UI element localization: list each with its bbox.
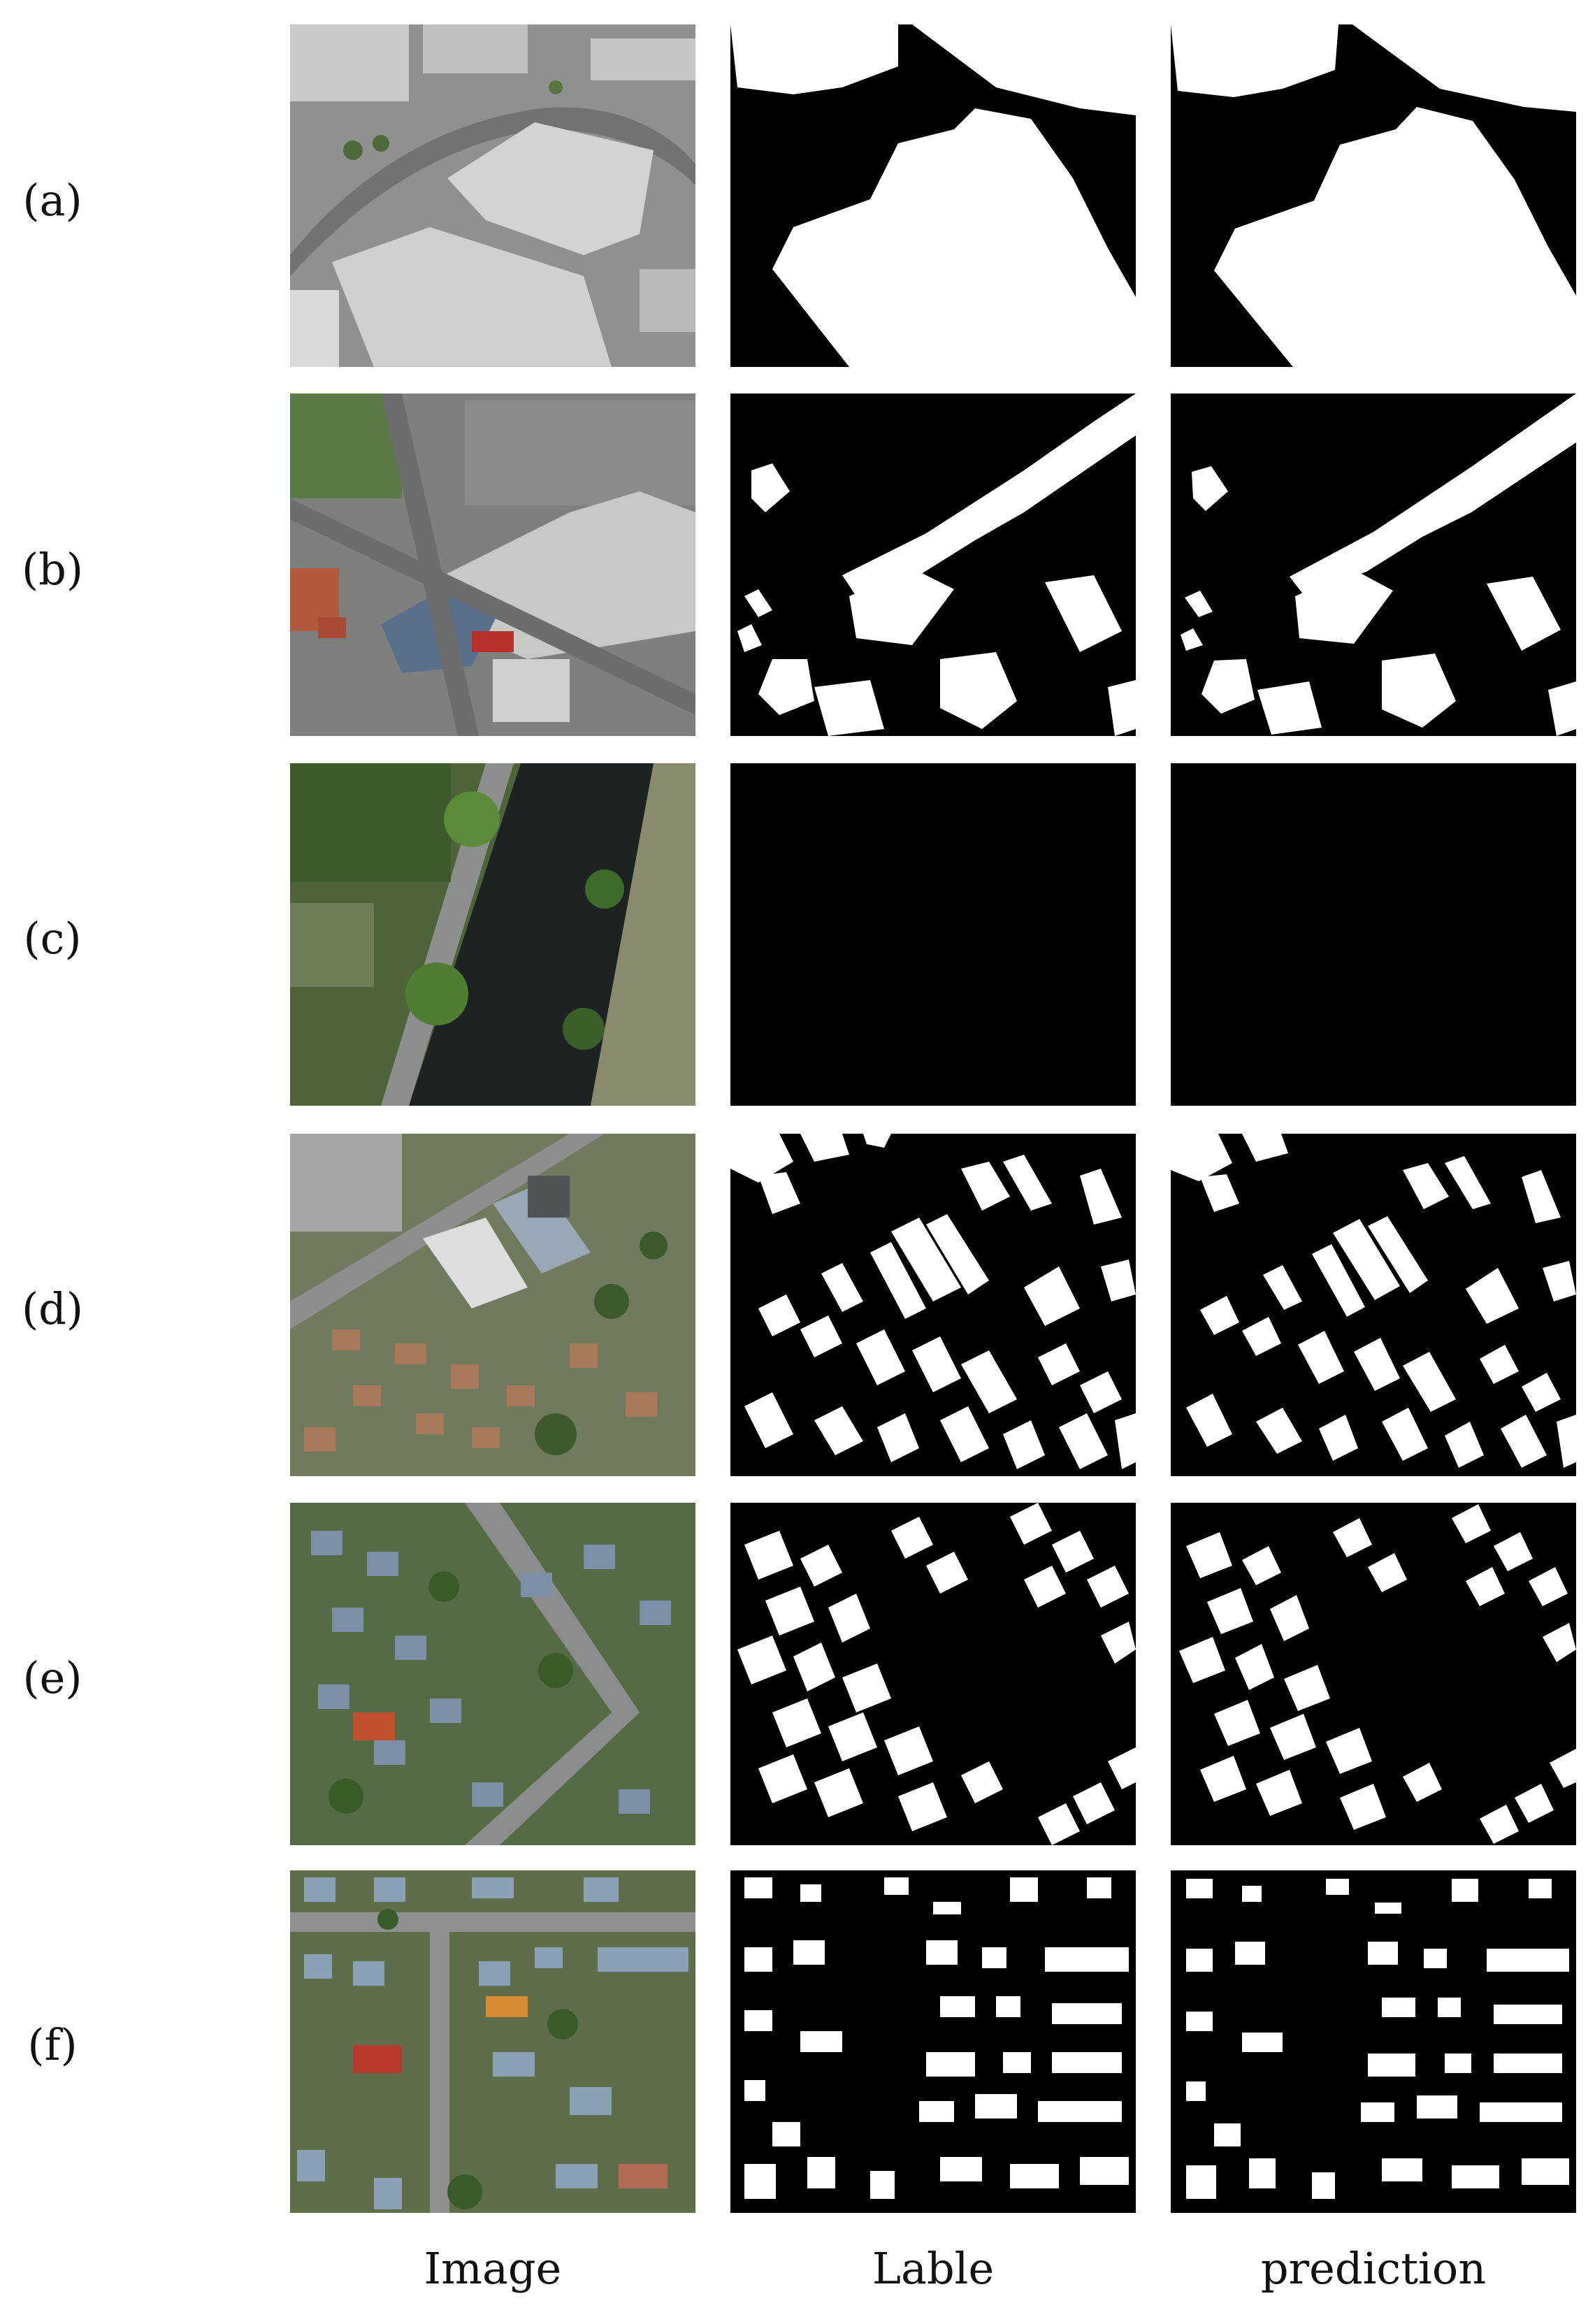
column-label-prediction: prediction <box>1260 2243 1487 2294</box>
prediction-mask-f <box>1171 1870 1576 2213</box>
label-mask-f <box>730 1870 1136 2213</box>
row-label-c: (c) <box>23 913 82 964</box>
column-label-label: Lable <box>872 2243 995 2294</box>
label-mask-e <box>730 1503 1136 1845</box>
column-label-image: Image <box>424 2243 562 2294</box>
label-mask-c <box>730 763 1136 1106</box>
row-label-f: (f) <box>27 2019 78 2070</box>
aerial-image-e <box>290 1503 695 1845</box>
aerial-image-a <box>290 24 695 367</box>
prediction-mask-c <box>1171 763 1576 1106</box>
label-mask-d <box>730 1134 1136 1476</box>
label-mask-b <box>730 394 1136 736</box>
prediction-mask-a <box>1171 24 1576 367</box>
aerial-image-b <box>290 394 695 736</box>
aerial-image-c <box>290 763 695 1106</box>
row-label-d: (d) <box>21 1283 84 1334</box>
aerial-image-f <box>290 1870 695 2213</box>
prediction-mask-e <box>1171 1503 1576 1845</box>
prediction-mask-b <box>1171 394 1576 736</box>
label-mask-a <box>730 24 1136 367</box>
prediction-mask-d <box>1171 1134 1576 1476</box>
aerial-image-d <box>290 1134 695 1476</box>
row-label-b: (b) <box>21 544 84 595</box>
row-label-a: (a) <box>22 175 82 226</box>
row-label-e: (e) <box>22 1652 82 1703</box>
